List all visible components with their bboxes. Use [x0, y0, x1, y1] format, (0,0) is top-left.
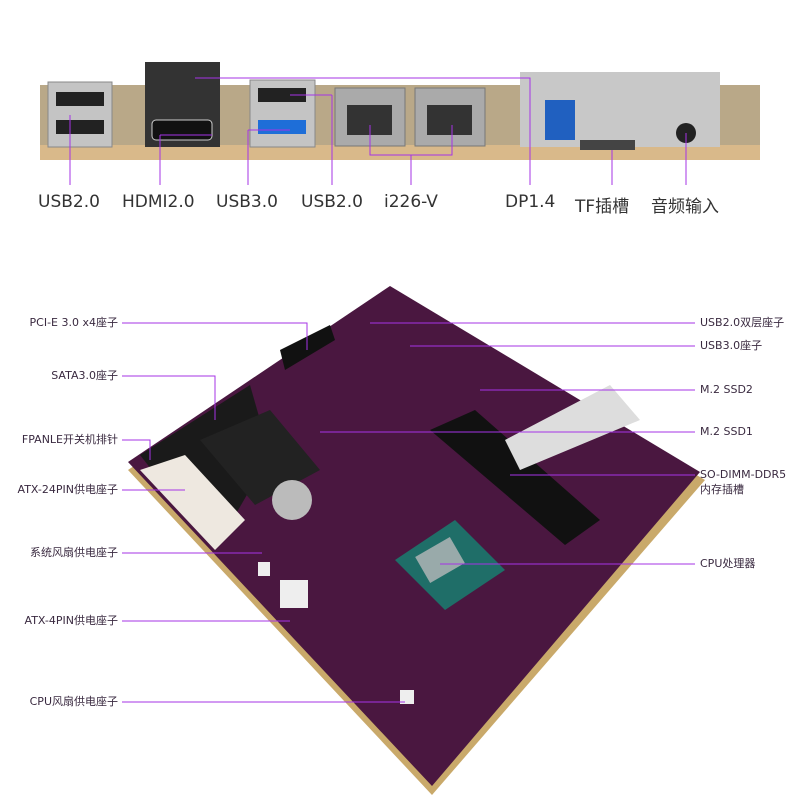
label-m2-ssd1: M.2 SSD1: [700, 425, 753, 438]
label-lan: i226-V: [384, 192, 438, 212]
label-atx4: ATX-4PIN供电座子: [24, 614, 118, 627]
tf-slot: [580, 140, 635, 150]
label-usb2-rear-2: USB2.0: [301, 192, 363, 212]
mainboard-view: [122, 286, 705, 795]
label-cpu-fan: CPU风扇供电座子: [29, 695, 118, 708]
label-audio: 音频输入: [651, 197, 719, 217]
label-tf-slot: TF插槽: [575, 197, 630, 217]
atx24-connector: [140, 455, 245, 550]
label-sodimm-2: 内存插槽: [700, 483, 744, 496]
label-usb2-rear: USB2.0: [38, 192, 100, 212]
label-pcie: PCI-E 3.0 x4座子: [29, 316, 118, 329]
usb-ports: [505, 385, 640, 470]
label-sata: SATA3.0座子: [51, 369, 118, 382]
label-usb3-rear: USB3.0: [216, 192, 278, 212]
label-sys-fan: 系统风扇供电座子: [30, 546, 118, 559]
label-cpu: CPU处理器: [700, 557, 756, 570]
rear-io-view: [40, 62, 760, 185]
label-front-panel: FPANLE开关机排针: [21, 433, 118, 446]
sys-fan-header: [258, 562, 270, 576]
label-dp: DP1.4: [505, 192, 556, 212]
label-sodimm: SO-DIMM-DDR5: [700, 468, 787, 481]
label-m2-ssd2: M.2 SSD2: [700, 383, 753, 396]
cmos-battery: [272, 480, 312, 520]
sodimm-slot: [430, 410, 600, 545]
usb2-port-stack: [47, 81, 113, 148]
label-hdmi: HDMI2.0: [122, 192, 195, 212]
atx4-connector: [280, 580, 308, 608]
cpu-fan-header: [400, 690, 414, 704]
label-usb3-header: USB3.0座子: [700, 339, 763, 352]
label-usb2-header: USB2.0双层座子: [700, 316, 785, 329]
label-atx24: ATX-24PIN供电座子: [17, 483, 118, 496]
